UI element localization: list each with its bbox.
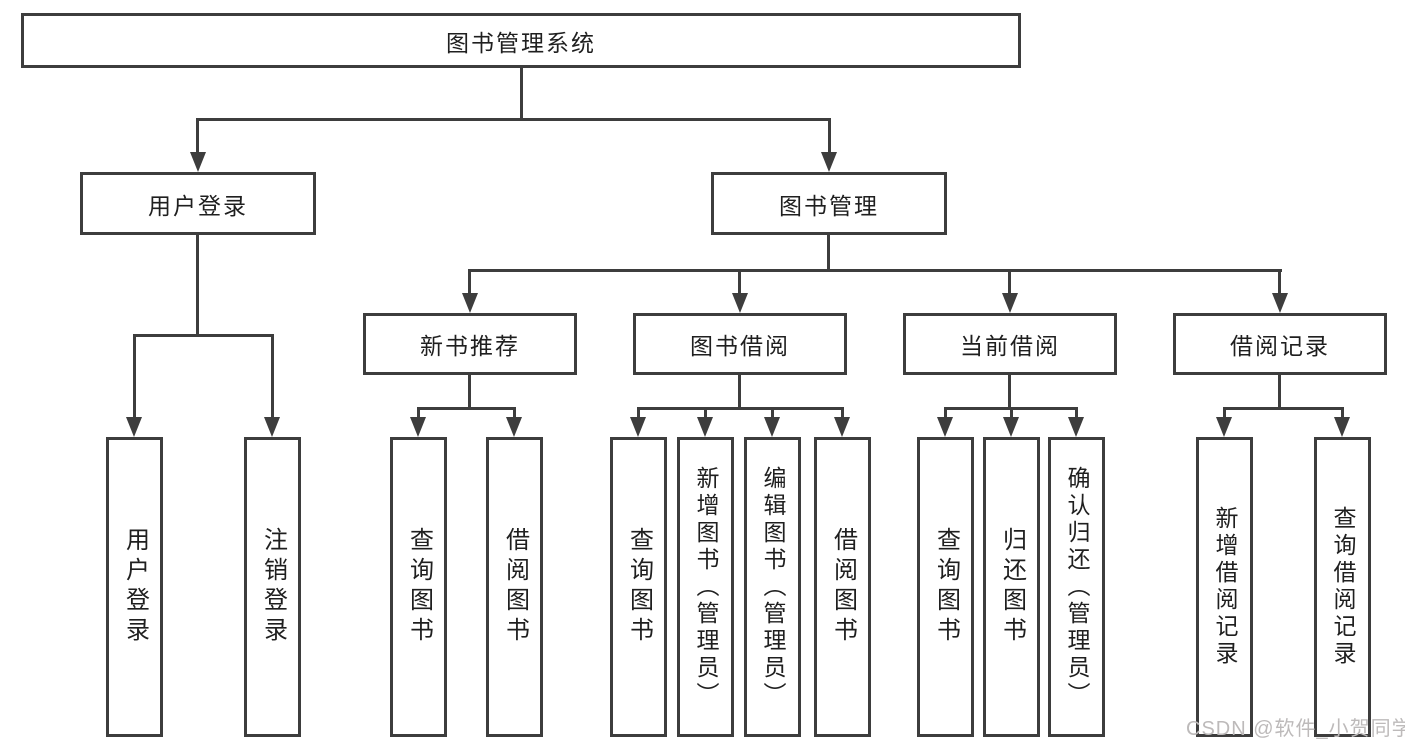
node-library-management-system: 图书管理系统 (21, 13, 1021, 68)
arrowhead-down (1272, 293, 1288, 313)
arrowhead-down (732, 293, 748, 313)
line-segment (738, 375, 741, 409)
arrowhead-down (1334, 417, 1350, 437)
line-segment (133, 334, 273, 337)
line-segment (1075, 407, 1078, 419)
line-segment (417, 407, 516, 410)
arrowhead-down (264, 417, 280, 437)
line-segment (1278, 269, 1281, 295)
node-label: 图书管理 (779, 192, 879, 219)
node-label: 查询图书 (405, 527, 433, 647)
leaf-add-books-admin: 新增图书（管理员） (677, 437, 734, 737)
node-label: 归还图书 (998, 527, 1026, 647)
line-segment (520, 68, 523, 119)
line-segment (704, 407, 707, 419)
node-label: 新书推荐 (420, 333, 520, 359)
arrowhead-down (764, 417, 780, 437)
leaf-query-borrow-record: 查询借阅记录 (1314, 437, 1371, 737)
line-segment (469, 269, 1282, 272)
line-segment (196, 118, 199, 154)
node-book-borrow: 图书借阅 (633, 313, 847, 375)
arrowhead-down (462, 293, 478, 313)
node-label: 图书借阅 (690, 333, 790, 359)
line-segment (1008, 375, 1011, 409)
node-borrow-records: 借阅记录 (1173, 313, 1387, 375)
line-segment (271, 334, 274, 418)
node-label: 编辑图书（管理员） (760, 465, 786, 709)
line-segment (637, 407, 640, 419)
line-segment (827, 234, 830, 271)
line-segment (468, 269, 471, 295)
arrowhead-down (506, 417, 522, 437)
line-segment (417, 407, 420, 419)
arrowhead-down (410, 417, 426, 437)
leaf-borrow-query-books: 查询图书 (610, 437, 667, 737)
line-segment (637, 407, 844, 410)
node-label: 借阅记录 (1230, 333, 1330, 359)
line-segment (1223, 407, 1226, 419)
node-label: 当前借阅 (960, 333, 1060, 359)
node-user-login: 用户登录 (80, 172, 316, 235)
line-segment (771, 407, 774, 419)
line-segment (196, 118, 831, 121)
line-segment (468, 375, 471, 409)
node-current-borrow: 当前借阅 (903, 313, 1117, 375)
arrowhead-down (697, 417, 713, 437)
arrowhead-down (834, 417, 850, 437)
leaf-user-login: 用户登录 (106, 437, 163, 737)
line-segment (513, 407, 516, 419)
line-segment (1278, 375, 1281, 409)
node-label: 新增图书（管理员） (693, 465, 719, 709)
leaf-recommend-borrow-books: 借阅图书 (486, 437, 543, 737)
node-label: 用户登录 (148, 192, 248, 219)
leaf-logout: 注销登录 (244, 437, 301, 737)
line-segment (1341, 407, 1344, 419)
line-segment (133, 334, 136, 418)
node-label: 查询图书 (932, 527, 960, 647)
arrowhead-down (821, 152, 837, 172)
leaf-edit-books-admin: 编辑图书（管理员） (744, 437, 801, 737)
node-label: 借阅图书 (829, 527, 857, 647)
arrowhead-down (1002, 293, 1018, 313)
arrowhead-down (1003, 417, 1019, 437)
line-segment (738, 269, 741, 295)
node-label: 新增借阅记录 (1212, 506, 1238, 668)
node-label: 用户登录 (121, 527, 149, 647)
node-label: 借阅图书 (501, 527, 529, 647)
arrowhead-down (190, 152, 206, 172)
leaf-current-query-books: 查询图书 (917, 437, 974, 737)
node-label: 确认归还（管理员） (1064, 465, 1090, 709)
line-segment (841, 407, 844, 419)
line-segment (1008, 269, 1011, 295)
arrowhead-down (937, 417, 953, 437)
leaf-recommend-query-books: 查询图书 (390, 437, 447, 737)
leaf-confirm-return-admin: 确认归还（管理员） (1048, 437, 1105, 737)
leaf-borrow-books: 借阅图书 (814, 437, 871, 737)
line-segment (944, 407, 947, 419)
node-label: 注销登录 (259, 527, 287, 647)
leaf-add-borrow-record: 新增借阅记录 (1196, 437, 1253, 737)
line-segment (1010, 407, 1013, 419)
node-label: 查询图书 (625, 527, 653, 647)
arrowhead-down (1068, 417, 1084, 437)
node-label: 查询借阅记录 (1330, 506, 1356, 668)
line-segment (196, 234, 199, 335)
csdn-watermark: CSDN @软件_小贺同学 (1186, 718, 1405, 740)
line-segment (1223, 407, 1344, 410)
leaf-return-books: 归还图书 (983, 437, 1040, 737)
node-book-management: 图书管理 (711, 172, 947, 235)
line-segment (828, 118, 831, 154)
arrowhead-down (126, 417, 142, 437)
arrowhead-down (630, 417, 646, 437)
arrowhead-down (1216, 417, 1232, 437)
node-label: 图书管理系统 (446, 29, 596, 56)
node-new-book-recommend: 新书推荐 (363, 313, 577, 375)
